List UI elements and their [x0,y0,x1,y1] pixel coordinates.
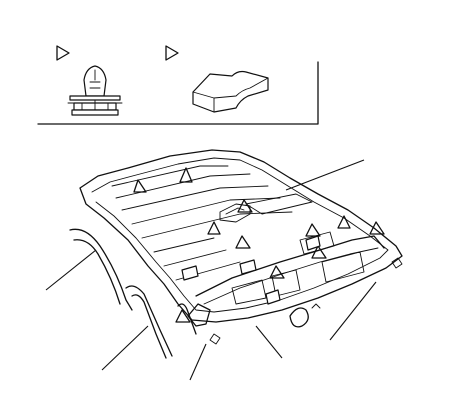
pad-marker-triangle-icon [165,45,179,61]
headliner-panel [79,149,403,345]
callout-leader-5 [255,325,283,359]
clip-triangle-icon [207,221,221,235]
callout-leader-4 [189,343,207,381]
pillar-trims [69,228,197,359]
clip-triangle-icon [235,235,251,249]
callout-leader-6 [329,281,377,341]
pad-block-icon [181,265,199,281]
clip-triangle-icon [237,199,253,213]
installed-markers [133,167,385,323]
clip-triangle-icon [305,223,321,237]
clip-triangle-icon [311,245,327,259]
pad-block-icon [265,289,281,305]
callout-leaders [45,159,377,381]
legend-frame [37,61,319,125]
callout-leader-2 [45,249,97,291]
clip-triangle-icon [179,167,193,183]
clip-marker-triangle-icon [56,45,70,61]
clip-triangle-icon [175,309,191,323]
clip-triangle-icon [369,221,385,235]
callout-leader-3 [101,325,149,371]
pad-block-icon [239,259,257,275]
clip-fastener-icon [67,65,123,116]
callout-leader-1 [285,159,365,191]
pad-block-icon [305,235,321,251]
clip-triangle-icon [269,265,285,279]
clip-triangle-icon [337,215,351,229]
fastener-legend [37,45,319,125]
clip-triangle-icon [133,179,147,193]
foam-pad-icon [192,70,269,113]
